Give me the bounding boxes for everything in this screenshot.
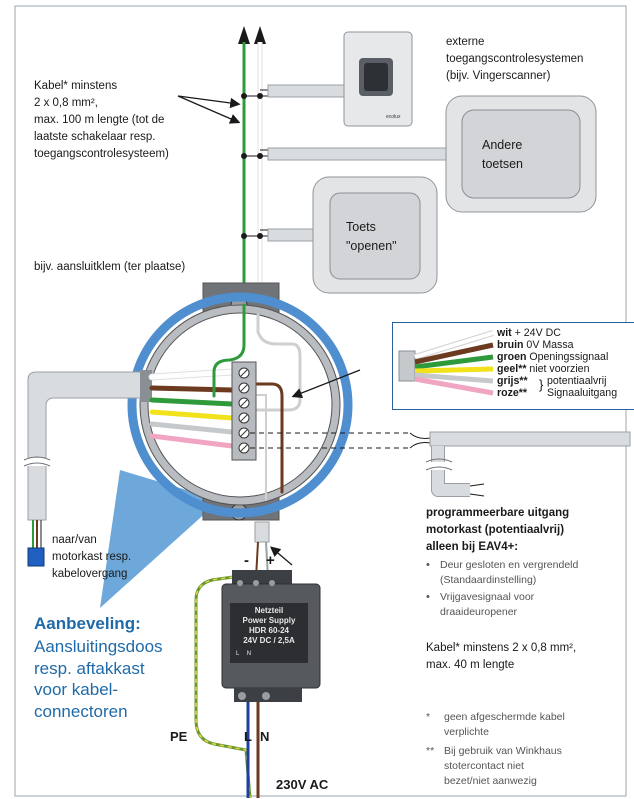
legend-cable-graphic: [398, 330, 494, 396]
other-buttons-label: Andere toetsen: [482, 136, 523, 174]
psu-mark-n: N: [246, 651, 252, 657]
motor-label-line: motorkast resp.: [52, 551, 132, 563]
footnote-line: bezet/niet aanwezig: [444, 775, 537, 787]
programmable-bullet-1: • Deur gesloten en vergrendeld (Standaar…: [426, 558, 578, 588]
motor-label: naar/van motorkast resp. kabelovergang: [52, 532, 131, 583]
other-buttons-device: [445, 95, 597, 213]
programmable-bullet-2: • Vrijgavesignaal voor draaideuropener: [426, 590, 534, 620]
psu-label-line: 24V DC / 2,5A: [243, 636, 295, 645]
other-buttons-line: toetsen: [482, 157, 524, 171]
mains-label: 230V AC: [276, 777, 329, 792]
programmable-title-line: motorkast (potentiaalvrij): [426, 524, 565, 536]
external-systems-line: toegangscontrolesystemen: [446, 53, 584, 65]
recommendation-line: Aansluitingsdoos: [34, 637, 163, 656]
power-supply: [221, 570, 321, 702]
external-systems-line: (bijv. Vingerscanner): [446, 70, 551, 82]
recommendation-title: Aanbeveling:: [34, 614, 141, 633]
footnote-line: verplichte: [444, 726, 489, 738]
wire-color-legend: wit + 24V DC bruin 0V Massa groen Openin…: [392, 322, 634, 410]
mains-wires: [194, 575, 260, 799]
cable-continue-arrows: [238, 26, 266, 44]
potential-free-output: [250, 431, 631, 497]
external-systems-label: externe toegangscontrolesystemen (bijv. …: [446, 34, 583, 85]
psu-mark-l: L: [236, 651, 240, 657]
fingerprint-scanner: ecolux: [343, 31, 413, 127]
legend-row-pink: roze**: [497, 387, 528, 399]
recommendation-line: resp. aftakkast: [34, 658, 145, 678]
cable-pointer-arrows: [177, 95, 241, 124]
motor-label-line: kabelovergang: [52, 568, 128, 580]
footnote-mark: **: [426, 745, 435, 757]
psu-label-line: Netzteil: [254, 606, 284, 615]
open-button-line: "openen": [346, 239, 397, 253]
bullet-line: (Standaardinstelling): [440, 574, 537, 586]
psu-label-line: HDR 60-24: [248, 626, 289, 635]
bullet-line: draaideuropener: [440, 606, 518, 618]
legend-row-grey: grijs**: [497, 375, 528, 387]
footnote-1: * geen afgeschermde kabel verplichte: [426, 710, 565, 740]
terminal-block: [231, 361, 257, 461]
other-buttons-line: Andere: [482, 138, 523, 152]
legend-row-yellow: geel** niet voorzien: [497, 363, 590, 375]
footnote-line: stotercontact niet: [444, 760, 524, 772]
n-label: N: [260, 729, 270, 744]
footnote-line: geen afgeschermde kabel: [444, 711, 565, 723]
internal-wires: [148, 303, 302, 501]
legend-row-green: groen Openingssignaal: [497, 351, 609, 363]
legend-brace-text: Signaaluitgang: [547, 387, 618, 399]
open-button-line: Toets: [346, 220, 376, 234]
main-cable: [242, 42, 263, 285]
bullet-line: Vrijgavesignaal voor: [440, 591, 535, 603]
pe-label: PE: [170, 729, 188, 744]
l-label: L: [244, 729, 252, 744]
cable-label-bottom-line: max. 40 m lengte: [426, 659, 515, 671]
legend-brace: }: [539, 377, 544, 392]
psu-terminal-marks: L N: [236, 650, 251, 658]
bullet-line: Deur gesloten en vergrendeld: [440, 559, 579, 571]
external-systems-line: externe: [446, 36, 485, 48]
recommendation-body: Aansluitingsdoos resp. aftakkast voor ka…: [34, 636, 163, 722]
open-button-label: Toets "openen": [346, 218, 397, 256]
polarity-plus: +: [266, 552, 275, 569]
cable-label-line: max. 100 m lengte (tot de: [34, 114, 165, 126]
device-brand: ecolux: [386, 114, 401, 120]
programmable-title-line: programmeerbare uitgang: [426, 507, 570, 519]
legend-brace-text: potentiaalvrij: [547, 375, 607, 387]
psu-label-line: Power Supply: [242, 616, 296, 625]
legend-pointer: [291, 369, 361, 398]
terminal-label: bijv. aansluitklem (ter plaatse): [34, 261, 186, 273]
cable-label-line: laatste schakelaar resp.: [34, 131, 156, 143]
polarity-minus: -: [244, 552, 249, 569]
programmable-title-line: alleen bij EAV4+:: [426, 541, 519, 553]
legend-row-brown: bruin 0V Massa: [497, 339, 574, 351]
open-button-device: [312, 176, 438, 294]
recommendation-line: connectoren: [34, 701, 128, 721]
recommendation-line: voor kabel-: [34, 680, 119, 699]
footnote-line: Bij gebruik van Winkhaus: [444, 745, 562, 757]
cable-label-bottom: Kabel* minstens 2 x 0,8 mm², max. 40 m l…: [426, 640, 576, 674]
footnote-2: ** Bij gebruik van Winkhaus stotercontac…: [426, 744, 562, 789]
cable-label-top: Kabel* minstens 2 x 0,8 mm², max. 100 m …: [34, 78, 169, 163]
bullet-dot: •: [426, 591, 430, 603]
cable-label-line: Kabel* minstens: [34, 80, 118, 92]
bullet-dot: •: [426, 559, 430, 571]
programmable-title: programmeerbare uitgang motorkast (poten…: [426, 505, 569, 556]
footnote-mark: *: [426, 711, 431, 723]
cable-label-bottom-line: Kabel* minstens 2 x 0,8 mm²,: [426, 642, 577, 654]
cable-label-line: toegangscontrolesysteem): [34, 148, 169, 160]
psu-label: Netzteil Power Supply HDR 60-24 24V DC /…: [232, 606, 306, 646]
psu-cable: [254, 521, 293, 579]
branch-cables: [244, 84, 449, 242]
legend-row-white: wit + 24V DC: [497, 327, 561, 339]
motor-connector: [27, 520, 45, 567]
cable-label-line: 2 x 0,8 mm²,: [34, 97, 98, 109]
motor-label-line: naar/van: [52, 534, 97, 546]
